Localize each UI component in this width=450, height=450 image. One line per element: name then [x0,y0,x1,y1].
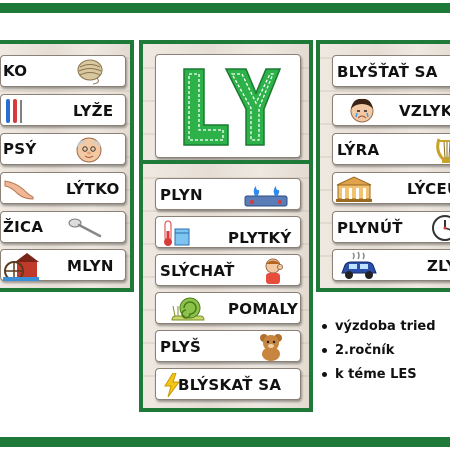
word-card: PLYŠ [155,330,301,362]
lightning-icon [164,373,180,397]
word-label: PLYŠ [160,338,202,356]
word-card: LÝTKO [0,172,126,204]
word-label: BLYŠŤAŤ SA [337,63,438,81]
word-card: PLYTKÝ [155,216,301,248]
snail-icon [171,297,205,321]
gas-stove-icon [244,186,288,207]
word-card: LÝRA [332,133,450,165]
right-poster: BLYŠŤAŤ SA VZLYK LÝRA LÝCEU PLYNÚŤ [316,40,450,292]
word-card: PSÝ [0,133,126,165]
word-label: PLYTKÝ [228,229,292,247]
word-label: MLYN [67,257,114,275]
clock-icon [432,215,450,241]
word-label: KO [3,62,28,80]
note-text: výzdoba tried [335,319,436,334]
teddy-bear-icon [260,334,282,361]
word-label: SLÝCHAŤ [160,262,235,280]
word-card: MLYN [0,249,126,281]
word-label: VZLYK [399,102,450,120]
word-label: LYŽE [73,102,114,120]
note-item: 2.ročník [322,343,394,358]
leg-calf-icon [4,180,34,200]
broken-car-icon [341,251,377,279]
bullet-dot [322,372,327,377]
word-label: LÝRA [337,141,380,159]
word-label: PLYN [160,186,203,204]
note-item: k téme LES [322,367,417,382]
title-card: LY [155,54,301,158]
bullet-dot [322,348,327,353]
skis-icon [6,99,22,123]
top-border [0,3,450,13]
crying-girl-icon [350,98,374,123]
word-label: PSÝ [3,140,37,158]
listening-child-icon [265,258,283,284]
center-poster: PLYN PLYTKÝ SLÝCHAŤ [139,160,313,412]
title-letters [183,68,282,146]
word-card: POMALY [155,292,301,324]
word-card: VZLYK [332,94,450,126]
title-poster: LY [139,40,313,170]
bullet-dot [322,324,327,329]
lyre-icon [436,138,450,163]
watermill-icon [3,253,39,281]
note-text: 2.ročník [335,343,395,358]
shallow-thermometer-icon [164,220,190,246]
word-label: PLYNÚŤ [337,219,403,237]
word-card: LÝCEU [332,172,450,204]
left-poster: KO LYŽE PSÝ LÝTKO ŽICA [0,40,134,292]
word-card: SLÝCHAŤ [155,254,301,286]
spoon-icon [68,218,102,238]
building-icon [336,176,372,202]
word-card: ZLYH [332,249,450,281]
word-card: BLYŠŤAŤ SA [332,55,450,87]
word-label: LÝTKO [66,180,120,198]
note-item: výzdoba tried [322,319,436,334]
word-card: BLÝSKAŤ SA [155,368,301,400]
word-card: LYŽE [0,94,126,126]
word-card: PLYNÚŤ [332,211,450,243]
word-card: PLYN [155,178,301,210]
word-label: POMALY [228,300,299,318]
bottom-border [0,437,450,447]
old-man-icon [76,137,102,163]
word-label: BLÝSKAŤ SA [178,376,282,394]
note-text: k téme LES [335,367,417,382]
word-label: ŽICA [3,218,44,236]
word-card: KO [0,55,126,87]
word-label: LÝCEU [407,180,450,198]
word-label: ZLYH [427,257,450,275]
word-card: ŽICA [0,211,126,243]
twine-ball-icon [77,59,103,85]
